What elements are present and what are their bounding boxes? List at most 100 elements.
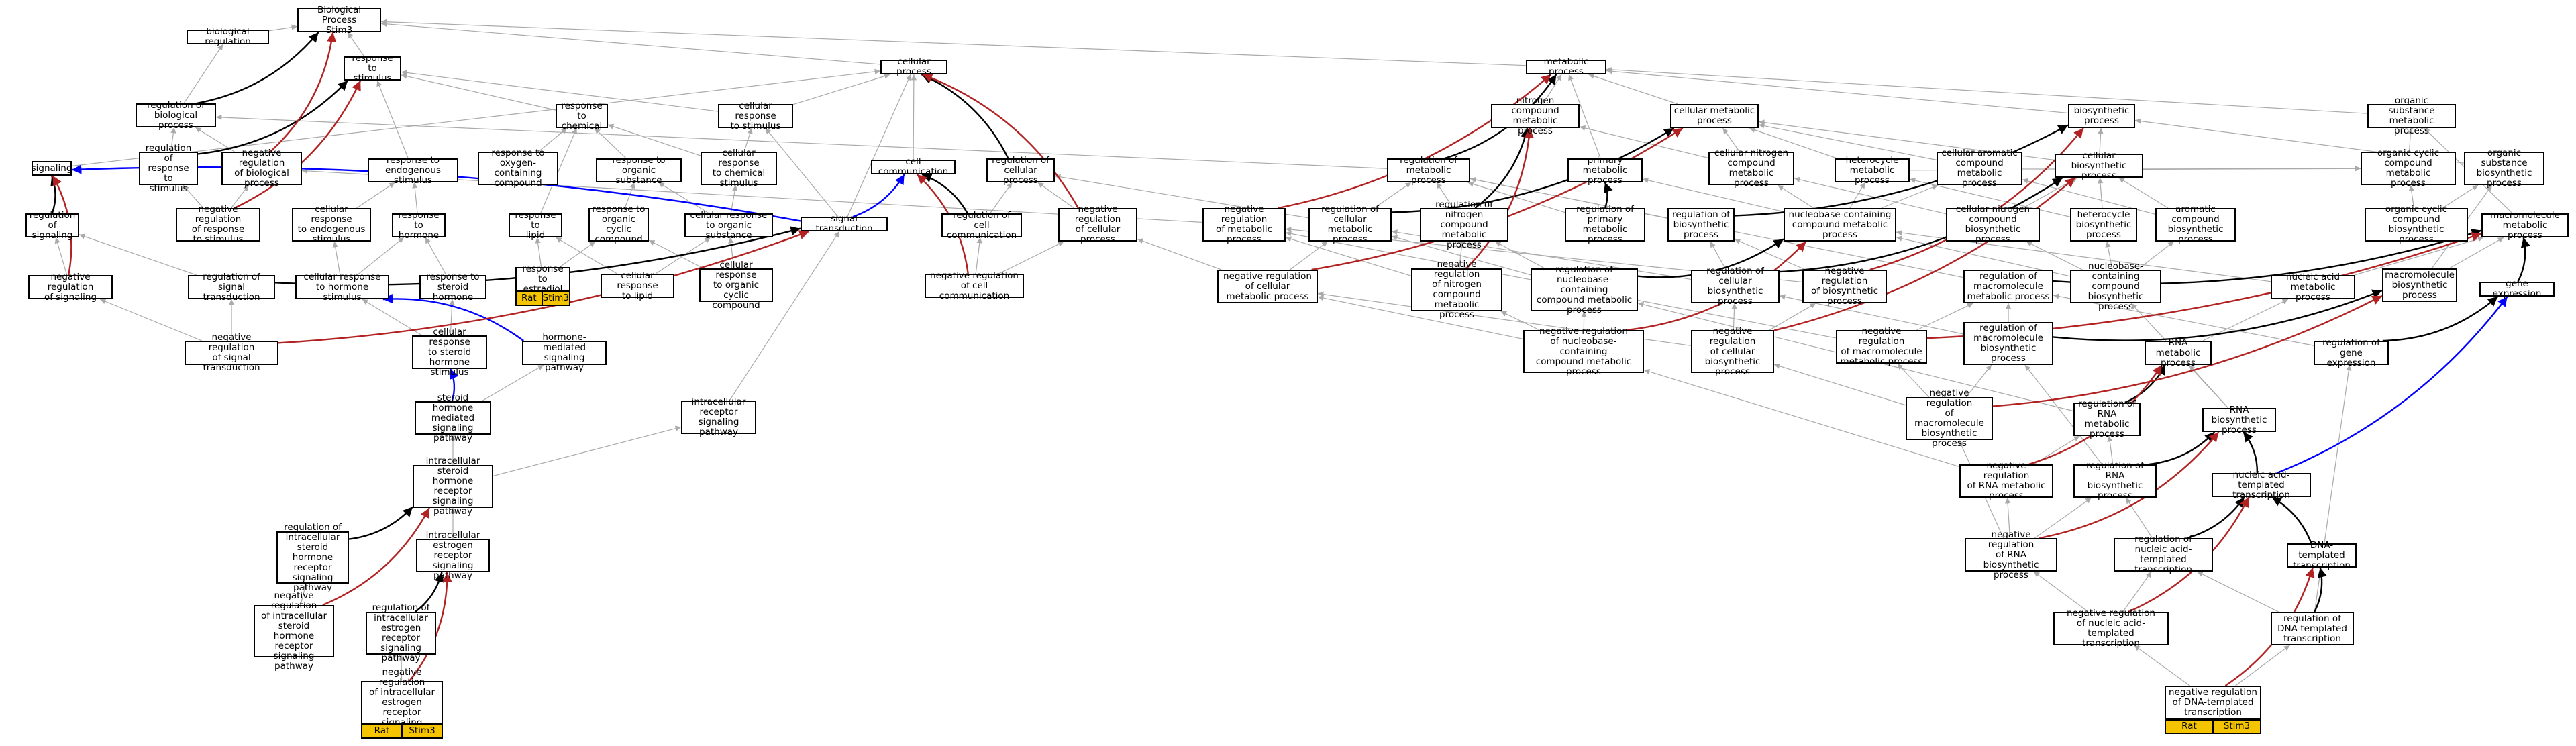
go-term-pmp[interactable]: primary metabolic process (1567, 155, 1643, 185)
go-term-regbp[interactable]: regulation of biological process (136, 100, 216, 130)
go-term-nregcc[interactable]: negative regulation of cell communicatio… (925, 270, 1024, 301)
go-term-nregbiosyn[interactable]: negative regulation of biosynthetic proc… (1802, 266, 1887, 307)
go-term-crchem[interactable]: cellular response to chemical stimulus (701, 148, 777, 189)
go-term-ncmp[interactable]: nitrogen compound metabolic process (1491, 96, 1580, 136)
go-term-osbiosyn[interactable]: organic substance biosynthetic process (2464, 148, 2544, 189)
go-term-regbiosyn[interactable]: regulation of biosynthetic process (1667, 208, 1735, 242)
go-term-mp[interactable]: metabolic process (1526, 57, 1606, 77)
go-term-natx[interactable]: nucleic acid-templated transcription (2212, 470, 2311, 500)
go-term-nbcbiosyn[interactable]: nucleobase-containing compound biosynthe… (2070, 261, 2161, 311)
go-term-ierp[interactable]: intracellular estrogen receptor signalin… (416, 530, 490, 580)
go-term-nregmacmp[interactable]: negative regulation of macromolecule met… (1836, 327, 1927, 367)
go-term-crster[interactable]: cellular response to steroid hormone sti… (412, 327, 487, 377)
go-term-nregmp[interactable]: negative regulation of metabolic process (1202, 205, 1286, 245)
go-term-nregcbiosyn[interactable]: negative regulation of cellular biosynth… (1691, 326, 1774, 376)
go-term-rtocc[interactable]: response to organic cyclic compound (588, 205, 649, 245)
go-term-regisrsp[interactable]: regulation of intracellular steroid horm… (276, 522, 349, 592)
annotation-badge[interactable]: Stim3 (401, 725, 442, 737)
go-term-cbiosyn[interactable]: cellular biosynthetic process (2055, 150, 2143, 180)
go-term-st[interactable]: signal transduction (801, 214, 888, 234)
go-term-cp[interactable]: cellular process (880, 57, 947, 77)
go-term-isrp[interactable]: intracellular receptor signaling pathway (681, 397, 756, 437)
annotation-badge[interactable]: Stim3 (2212, 721, 2260, 733)
go-term-crocc[interactable]: cellular response to organic cyclic comp… (699, 260, 773, 310)
go-term-rtestr[interactable]: response to estradiol (515, 264, 570, 294)
go-term-rtoxy[interactable]: response to oxygen-containing compound (478, 148, 558, 189)
go-term-nbcmp[interactable]: nucleobase-containing compound metabolic… (1784, 208, 1896, 242)
go-term-dtx[interactable]: DNA-templated transcription (2287, 540, 2357, 570)
go-term-nregdtx[interactable]: negative regulation of DNA-templated tra… (2165, 686, 2261, 719)
go-term-rts[interactable]: response to stimulus (344, 53, 401, 83)
go-term-rthorm[interactable]: response to hormone (392, 210, 446, 240)
go-term-nregisrsp[interactable]: negative regulation of intracellular ste… (254, 591, 334, 672)
go-term-crts[interactable]: cellular response to stimulus (718, 101, 793, 131)
go-term-rtster[interactable]: response to steroid hormone (419, 272, 486, 302)
go-term-regmp[interactable]: regulation of metabolic process (1387, 155, 1470, 185)
go-term-cacmp[interactable]: cellular aromatic compound metabolic pro… (1937, 148, 2022, 189)
go-term-nregierp[interactable]: negative regulation of intracellular est… (361, 667, 443, 737)
go-term-rnabiosyn[interactable]: RNA biosynthetic process (2202, 405, 2276, 435)
go-term-cmp[interactable]: cellular metabolic process (1670, 104, 1759, 128)
go-term-regdtx[interactable]: regulation of DNA-templated transcriptio… (2271, 612, 2354, 645)
go-term-biosyn[interactable]: biosynthetic process (2068, 104, 2135, 128)
go-term-nregrts[interactable]: negative regulation of response to stimu… (176, 205, 260, 245)
go-term-regpmp[interactable]: regulation of primary metabolic process (1565, 205, 1645, 245)
go-term-sig[interactable]: signaling (32, 161, 72, 176)
go-term-regmacbiosyn[interactable]: regulation of macromolecule biosynthetic… (1963, 322, 2053, 365)
go-term-crhorm[interactable]: cellular response to hormone stimulus (295, 272, 389, 302)
go-term-regrnabiosyn[interactable]: regulation of RNA biosynthetic process (2073, 461, 2157, 501)
go-term-regst[interactable]: regulation of signal transduction (188, 272, 275, 302)
go-term-crlipid[interactable]: cellular response to lipid (601, 270, 674, 301)
go-term-genex[interactable]: gene expression (2479, 279, 2555, 299)
go-term-isrsp[interactable]: intracellular steroid hormone receptor s… (413, 456, 493, 517)
go-term-bp[interactable]: Biological Process Stim3 (297, 5, 381, 35)
go-term-cncmp[interactable]: cellular nitrogen compound metabolic pro… (1708, 148, 1794, 189)
go-term-arobiosyn[interactable]: aromatic compound biosynthetic process (2155, 205, 2236, 245)
go-term-regnbcmp[interactable]: regulation of nucleobase-containing comp… (1531, 264, 1638, 315)
go-term-rtchem[interactable]: response to chemical (556, 101, 608, 131)
go-term-crendo[interactable]: cellular response to endogenous stimulus (292, 205, 371, 245)
go-term-regnatx[interactable]: regulation of nucleic acid-templated tra… (2114, 535, 2213, 575)
go-term-occbiosyn[interactable]: organic cyclic compound biosynthetic pro… (2365, 205, 2468, 245)
go-term-regcp[interactable]: regulation of cellular process (986, 155, 1055, 185)
go-term-namp[interactable]: nucleic acid metabolic process (2271, 272, 2355, 302)
go-term-hetbiosyn[interactable]: heterocycle biosynthetic process (2070, 208, 2137, 242)
go-term-hetmp[interactable]: heterocycle metabolic process (1835, 155, 1910, 185)
go-term-rnamp[interactable]: RNA metabolic process (2145, 337, 2212, 368)
go-term-macmp[interactable]: macromolecule metabolic process (2481, 210, 2569, 240)
go-term-nregcmp[interactable]: negative regulation of cellular metaboli… (1217, 270, 1318, 303)
go-term-regrts[interactable]: regulation of response to stimulus (139, 143, 198, 193)
annotation-badge[interactable]: Rat (517, 292, 542, 305)
go-term-nregnatx[interactable]: negative regulation of nucleic acid-temp… (2053, 608, 2169, 649)
go-term-regierp[interactable]: regulation of intracellular estrogen rec… (366, 603, 436, 663)
go-term-macbiosyn[interactable]: macromolecule biosynthetic process (2382, 268, 2457, 302)
annotation-badge[interactable]: Rat (2166, 721, 2212, 733)
go-term-rtendo[interactable]: response to endogenous stimulus (368, 155, 458, 185)
go-term-nregrnamp[interactable]: negative regulation of RNA metabolic pro… (1959, 461, 2053, 501)
go-term-breg[interactable]: biological regulation (187, 27, 269, 47)
go-term-shmsp[interactable]: steroid hormone mediated signaling pathw… (415, 392, 491, 443)
go-term-regcbiosyn[interactable]: regulation of cellular biosynthetic proc… (1691, 266, 1780, 307)
go-term-nregcp[interactable]: negative regulation of cellular process (1058, 205, 1137, 245)
annotation-badge[interactable]: Stim3 (541, 292, 569, 305)
go-term-crorg[interactable]: cellular response to organic substance (684, 210, 773, 240)
go-term-nregbp[interactable]: negative regulation of biological proces… (221, 148, 302, 189)
go-term-nregnbcmp[interactable]: negative regulation of nucleobase-contai… (1523, 326, 1644, 376)
go-term-hmsp[interactable]: hormone-mediated signaling pathway (522, 333, 607, 373)
go-term-reggenex[interactable]: regulation of gene expression (2314, 337, 2389, 368)
go-term-cncbiosyn[interactable]: cellular nitrogen compound biosynthetic … (1946, 205, 2040, 245)
go-term-nregncmp[interactable]: negative regulation of nitrogen compound… (1411, 260, 1502, 320)
go-term-nregst[interactable]: negative regulation of signal transducti… (185, 333, 278, 373)
go-term-osmp[interactable]: organic substance metabolic process (2367, 96, 2456, 136)
go-term-regcmp[interactable]: regulation of cellular metabolic process (1308, 205, 1392, 245)
go-term-regncmp[interactable]: regulation of nitrogen compound metaboli… (1420, 199, 1508, 250)
go-term-regmacmp[interactable]: regulation of macromolecule metabolic pr… (1963, 270, 2053, 303)
go-term-nregsig[interactable]: negative regulation of signaling (28, 272, 113, 302)
go-term-nregmacbiosyn[interactable]: negative regulation of macromolecule bio… (1906, 388, 1993, 449)
go-term-nregrnabiosyn[interactable]: negative regulation of RNA biosynthetic … (1965, 529, 2057, 580)
go-term-rtorg[interactable]: response to organic substance (596, 155, 682, 185)
go-term-occmp[interactable]: organic cyclic compound metabolic proces… (2361, 148, 2456, 189)
go-term-regcc[interactable]: regulation of cell communication (941, 210, 1022, 240)
go-term-cc[interactable]: cell communication (871, 157, 956, 177)
go-term-rtlipid[interactable]: response to lipid (509, 210, 562, 240)
